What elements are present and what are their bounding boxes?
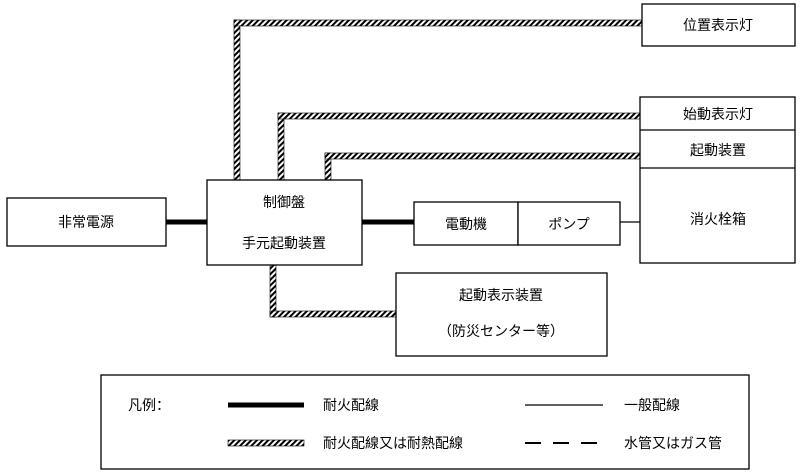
start-lamp-label: 始動表示灯 xyxy=(683,107,753,123)
motor-label: 電動機 xyxy=(445,217,487,233)
legend-fireproof-or-heat-label: 耐火配線又は耐熱配線 xyxy=(323,436,463,452)
legend-general-label: 一般配線 xyxy=(624,398,680,414)
legend-box xyxy=(100,374,750,470)
wire-to-start-lamp-vertical xyxy=(277,112,285,181)
emergency-power-box xyxy=(6,197,167,247)
wire-to-start-display-vertical xyxy=(269,264,277,318)
legend-fireproof-label: 耐火配線 xyxy=(323,398,379,414)
start-display-label: 起動表示装置 xyxy=(459,288,543,304)
wire-to-start-device-horizontal xyxy=(324,152,643,160)
wire-to-start-display-horizontal xyxy=(269,310,397,318)
wire-to-position-lamp-vertical xyxy=(233,19,241,181)
start-display-box xyxy=(395,272,608,357)
legend-fireproof-or-heat-swatch xyxy=(227,439,305,447)
position-lamp-box xyxy=(641,3,796,47)
legend-title: 凡例： xyxy=(128,398,170,414)
control-panel-box xyxy=(206,179,363,266)
emergency-power-label: 非常電源 xyxy=(58,215,114,231)
pump-box xyxy=(517,201,621,246)
disaster-center-label: （防災センター等） xyxy=(438,323,564,340)
control-panel-label: 制御盤 xyxy=(263,195,305,211)
motor-box xyxy=(413,201,519,246)
start-device-label: 起動装置 xyxy=(690,143,746,159)
hydrant-box xyxy=(639,96,796,264)
local-start-device-label: 手元起動装置 xyxy=(242,236,326,252)
wire-to-start-lamp-horizontal xyxy=(277,112,643,120)
hydrant-box-label: 消火栓箱 xyxy=(690,212,746,228)
legend-water-gas-label: 水管又はガス管 xyxy=(624,436,722,452)
pump-label: ポンプ xyxy=(548,217,590,233)
wire-to-position-lamp-horizontal xyxy=(233,19,643,27)
position-lamp-label: 位置表示灯 xyxy=(683,18,753,34)
